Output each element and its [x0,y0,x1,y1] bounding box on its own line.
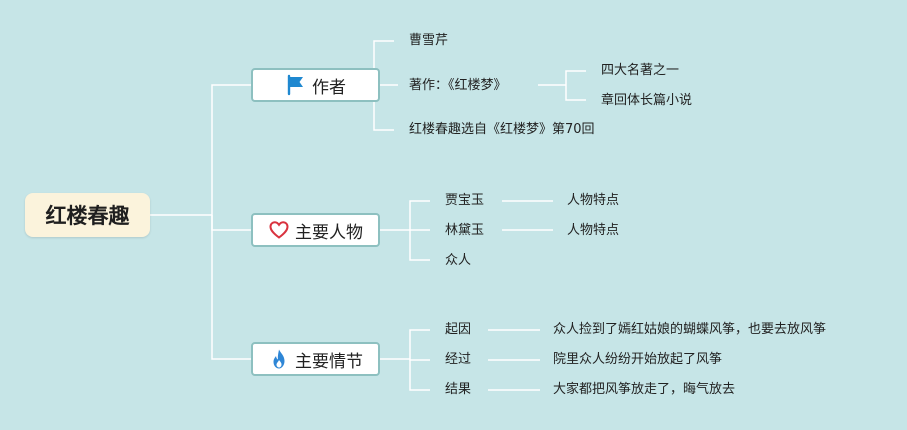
heart-icon [268,219,290,241]
plot-start-text: 众人捡到了嫣红姑娘的蝴蝶风筝，也要去放风筝 [553,322,827,337]
branch-plot-label: 主要情节 [295,351,363,372]
connector-root-characters [211,215,251,231]
branch-plot[interactable]: 主要情节 [251,342,380,376]
flag-icon [285,74,307,96]
branch-author[interactable]: 作者 [251,68,380,102]
plot-process: 经过 [445,352,472,367]
author-source: 红楼春趣选自《红楼梦》第70回 [409,122,595,137]
author-work: 著作：《红楼梦》 [409,78,507,93]
connector-work-sub2 [565,85,586,101]
character-1: 贾宝玉 [445,193,485,208]
connector-plot-process [409,359,430,361]
flame-icon [268,348,290,370]
root-topic[interactable]: 红楼春趣 [25,193,150,237]
connector-characters-c1 [409,200,430,230]
branch-author-label: 作者 [312,77,346,98]
plot-start: 起因 [445,322,472,337]
plot-process-text: 院里众人纷纷开始放起了风筝 [553,352,723,367]
plot-result: 结果 [445,382,472,397]
character-2: 林黛玉 [445,223,485,238]
connector-root-plot [211,215,251,360]
author-work-sub-2: 章回体长篇小说 [601,93,693,108]
character-3: 众人 [445,253,472,268]
character-2-trait: 人物特点 [567,223,620,238]
author-name: 曹雪芹 [409,33,449,48]
plot-result-text: 大家都把风筝放走了，晦气放去 [553,382,736,397]
connector-characters-c3 [409,230,430,261]
branch-characters[interactable]: 主要人物 [251,213,380,247]
root-topic-label: 红楼春趣 [45,204,130,228]
connector-plot-start [409,329,430,359]
character-1-trait: 人物特点 [567,193,620,208]
branch-characters-label: 主要人物 [295,222,363,243]
author-work-sub-1: 四大名著之一 [601,63,680,78]
connector-work-sub1 [565,70,586,85]
connector-plot-result [409,359,430,391]
connector-root-author [211,84,251,215]
